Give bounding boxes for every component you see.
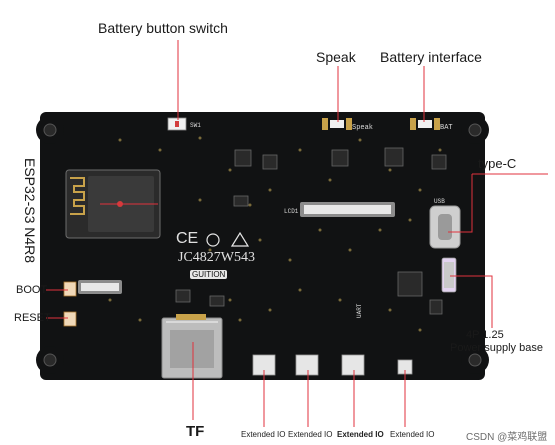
touch-fpc-connector — [78, 280, 122, 294]
board-model: JC4827W543 — [178, 250, 255, 265]
label-extended-io-1: Extended IO — [241, 430, 286, 439]
silk-usb: USB — [434, 198, 445, 205]
label-extended-io-2: Extended IO — [288, 430, 333, 439]
label-extended-io-3: Extended IO — [337, 430, 384, 439]
label-extended-io-4: Extended IO — [390, 430, 435, 439]
battery-switch — [167, 117, 187, 131]
boot-reset-buttons — [63, 281, 77, 327]
components — [175, 147, 447, 315]
label-power-supply-line1: 4P 1.25 — [466, 329, 504, 341]
label-battery-interface: Battery interface — [380, 49, 482, 65]
label-reset: RESET — [14, 312, 51, 324]
silk-bat: BAT — [440, 124, 453, 132]
battery-connector — [410, 118, 440, 130]
speaker-connector — [322, 118, 352, 130]
silk-speak: Speak — [352, 124, 374, 132]
label-type-c: type-C — [478, 156, 517, 171]
lcd-fpc-connector — [300, 202, 395, 217]
label-module: ESP32-S3 N4R8 — [22, 158, 38, 264]
silk-uart: UART — [356, 303, 363, 318]
label-tf: TF — [186, 423, 205, 440]
board-logo: GUITION — [190, 270, 228, 279]
label-speak: Speak — [316, 49, 356, 65]
usb-c-connector — [429, 205, 461, 249]
silk-sw1: SW1 — [190, 122, 201, 129]
extended-io-connectors — [252, 354, 413, 376]
label-power-supply-line2: Power supply base — [450, 342, 543, 354]
vias — [108, 136, 442, 332]
pcb-body — [36, 112, 489, 380]
leader-lines — [46, 40, 548, 427]
certification-marks — [206, 231, 250, 247]
tf-card-slot — [161, 314, 223, 379]
ce-mark: CE — [176, 230, 199, 247]
label-battery-button-switch: Battery button switch — [98, 20, 228, 36]
label-boot: BOOT — [16, 284, 48, 296]
power-supply-connector — [441, 257, 457, 293]
silk-lcd: LCD1 — [284, 208, 299, 215]
watermark: CSDN @菜鸡联盟 — [466, 432, 548, 443]
